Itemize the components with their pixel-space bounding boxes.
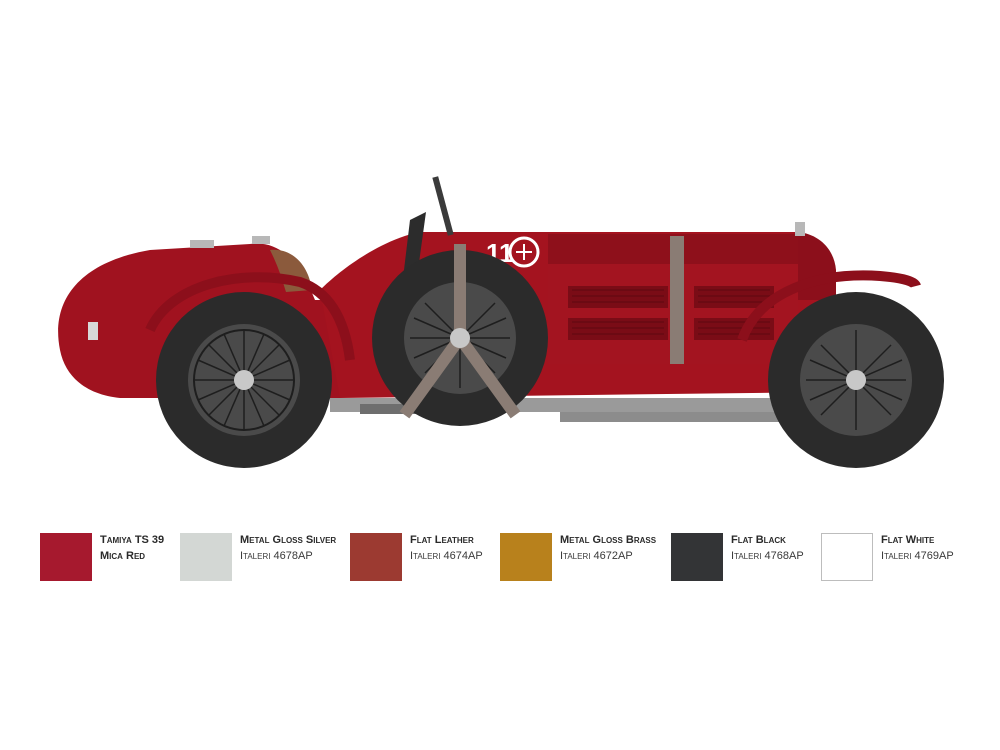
paint-name-line2: Mica Red xyxy=(100,550,146,562)
swatch-mica-red xyxy=(40,533,92,581)
paint-code: Italeri 4672AP xyxy=(560,550,633,562)
paint-name: Tamiya TS 39 xyxy=(100,534,165,546)
spare-wheel xyxy=(372,244,548,426)
swatch-flat-white xyxy=(821,533,873,581)
paint-name: Flat Black xyxy=(731,534,786,546)
swatch-flat-leather xyxy=(350,533,402,581)
swatch-flat-black xyxy=(671,533,723,581)
paint-name: Flat Leather xyxy=(410,534,474,546)
paint-code: Italeri 4768AP xyxy=(731,550,804,562)
car-illustration: 11 xyxy=(58,176,944,468)
paint-code: Italeri 4769AP xyxy=(881,550,954,562)
paint-code: Italeri 4678AP xyxy=(240,550,313,562)
paint-name: Flat White xyxy=(881,534,935,546)
paint-code: Italeri 4674AP xyxy=(410,550,483,562)
paint-legend: Tamiya TS 39 Mica Red Metal Gloss Silver… xyxy=(40,531,980,583)
front-wheel xyxy=(768,292,944,468)
rear-wheel xyxy=(156,292,332,468)
swatch-metal-gloss-brass xyxy=(500,533,552,581)
paint-name: Metal Gloss Silver xyxy=(240,534,337,546)
fenders xyxy=(145,270,921,361)
paint-name: Metal Gloss Brass xyxy=(560,534,657,546)
swatch-metal-gloss-silver xyxy=(180,533,232,581)
